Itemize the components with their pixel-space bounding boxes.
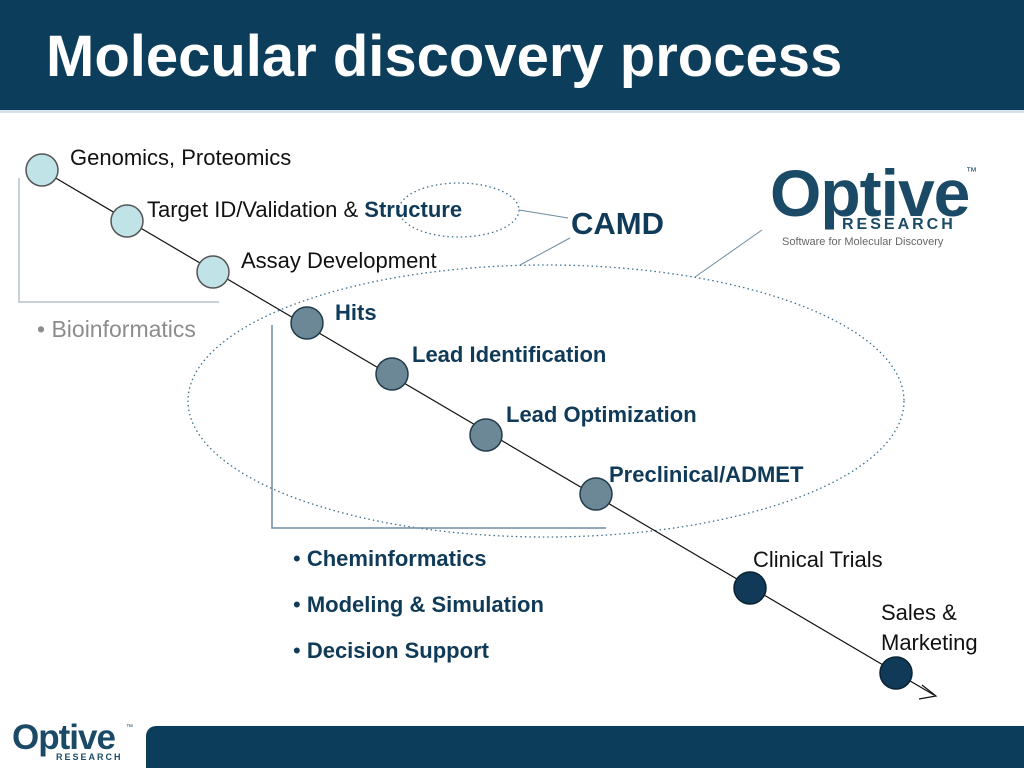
footer-logo-trademark: ™ [126,724,133,731]
stage-label-preclinical: Preclinical/ADMET [609,462,804,487]
stage-node-hits [290,306,324,340]
camd-connector-structure [518,209,569,219]
modeling-simulation-item: • Modeling & Simulation [293,592,544,618]
stage-label-lead-optimization: Lead Optimization [506,402,697,427]
cheminformatics-label: Cheminformatics [306,546,487,571]
stage-node-lead-optimization [469,418,503,452]
stage-label-assay: Assay Development [241,248,437,273]
bioinformatics-label: Bioinformatics [51,316,196,342]
camd-label: CAMD [571,206,664,241]
cheminformatics-item: • Cheminformatics [293,546,487,572]
stage-node-target-id [110,204,144,238]
stage-label-hits: Hits [335,300,377,325]
stage-label-structure: Structure [364,197,463,222]
logo-subtitle: RESEARCH [842,216,956,233]
header-divider [0,110,1024,113]
footer-logo-wordmark: Optive [12,718,116,757]
stage-node-sales-marketing [879,656,913,690]
stage-node-assay [196,255,230,289]
footer-bar [146,726,1024,768]
logo-tagline: Software for Molecular Discovery [782,236,944,248]
logo-wordmark: Optive [770,156,970,230]
modeling-simulation-label: Modeling & Simulation [306,592,544,617]
stage-label-sales-marketing: Sales & Marketing [881,600,978,655]
camd-connector-ellipse [519,237,571,266]
decision-support-item: • Decision Support [293,638,489,664]
title-bar [0,0,1024,110]
logo-connector [694,229,763,278]
stage-label-target-id: Target ID/Validation & Structure [147,197,462,223]
stage-label-clinical-trials: Clinical Trials [753,547,883,572]
page-title: Molecular discovery process [46,24,843,89]
optive-research-logo: Optive ™ RESEARCH Software for Molecular… [770,156,977,248]
bullet: • [37,316,46,342]
cheminformatics-bracket [271,325,606,529]
footer-logo-subtitle: RESEARCH [56,752,123,762]
bullet: • [293,546,301,571]
camd-ellipse [187,264,905,538]
process-arrow-head [918,684,938,700]
decision-support-label: Decision Support [306,638,489,663]
bullet: • [293,592,301,617]
stage-label-genomics: Genomics, Proteomics [70,145,292,170]
logo-trademark: ™ [966,166,977,178]
stage-node-lead-identification [375,357,409,391]
footer-logo: Optive ™ RESEARCH [12,718,133,762]
stage-node-preclinical [579,477,613,511]
bullet: • [293,638,301,663]
stage-label-target-id-prefix: Target ID/Validation & [147,197,365,222]
bioinformatics-bracket [18,178,219,303]
stage-label-lead-identification: Lead Identification [412,342,607,367]
bioinformatics-item: • Bioinformatics [37,316,196,344]
stage-node-genomics [25,153,59,187]
stage-node-clinical-trials [733,571,767,605]
